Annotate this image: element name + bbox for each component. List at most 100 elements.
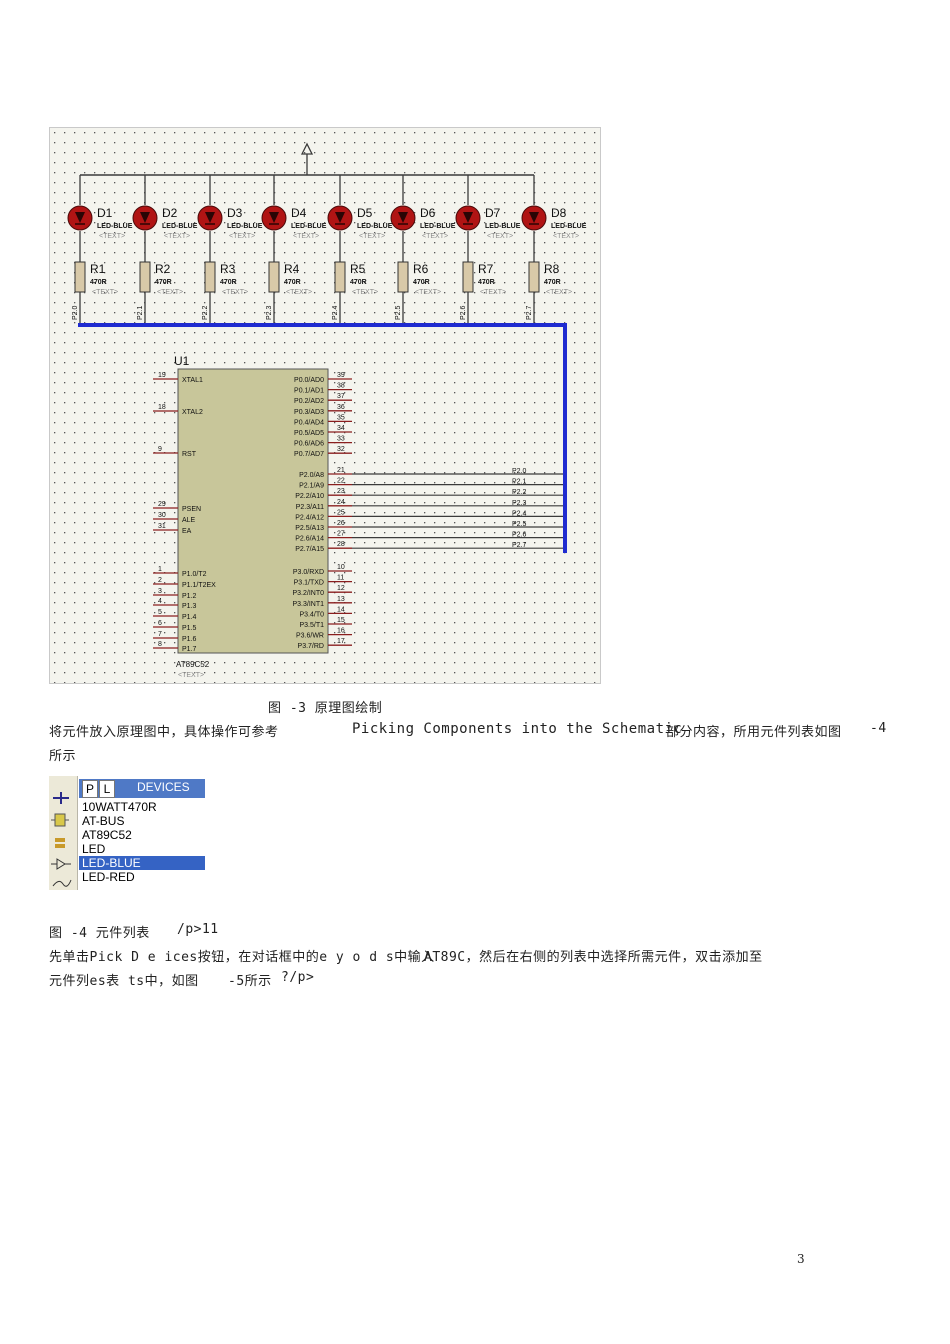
ic-pin-number: 13 [337,596,345,603]
ic-pin-name: P2.2/A10 [295,493,324,500]
ic-pin-name: P1.2 [182,593,197,600]
led-text-placeholder: <TEXT> [229,233,255,240]
resistor-text-placeholder: <TEXT> [415,289,441,296]
ic-pin-name: P0.3/AD3 [294,409,324,416]
resistor-net-label: P2.0 [72,305,79,320]
para2-left: 先单击Pick D e ices按钮，在对话框中的e y o d s中输入 [49,950,435,965]
component-tool-icon[interactable] [51,813,69,827]
resistor-net-label: P2.3 [266,305,273,320]
p2-net-label: P2.3 [512,500,527,507]
ic-pin-name: P3.4/T0 [299,611,324,618]
device-list-item[interactable]: 10WATT470R [82,800,157,814]
p2-net-label: P2.1 [512,479,527,486]
led-diode-mark [335,212,345,223]
ic-pin-number: 14 [337,606,345,613]
led-diode-mark [463,212,473,223]
p2-net-label: P2.0 [512,468,527,475]
toolbar-strip [49,776,78,890]
ic-pin-number: 31 [158,523,166,530]
resistor-value: 470R [544,279,561,286]
resistor-text-placeholder: <TEXT> [480,289,506,296]
ic-pin-name: P0.7/AD7 [294,451,324,458]
ic-pin-number: 33 [337,436,345,443]
resistor-value: 470R [155,279,172,286]
para1-end: 所示 [49,749,77,764]
led-ref: D8 [551,206,567,220]
resistor-value: 470R [90,279,107,286]
resistor-text-placeholder: <TEXT> [157,289,183,296]
resistor-text-placeholder: <TEXT> [92,289,118,296]
led-diode-mark [205,212,215,223]
ic-pin-name: P3.0/RXD [293,569,324,576]
wire-tool-icon[interactable] [53,792,69,804]
resistor-text-placeholder: <TEXT> [352,289,378,296]
ic-pin-number: 3 [158,588,162,595]
schematic-svg: D1LED-BLUE<TEXT>R1470R<TEXT>P2.0D2LED-BL… [50,128,600,683]
ic-pin-name: P1.5 [182,625,197,632]
led-ref: D4 [291,206,307,220]
para2-line2-end: ?/p> [281,970,315,985]
p2-net-label: P2.5 [512,521,527,528]
ic-pin-number: 38 [337,383,345,390]
device-list-item[interactable]: LED [82,842,106,856]
device-list-item[interactable]: LED-RED [82,870,135,884]
led-text-placeholder: <TEXT> [293,233,319,240]
device-list-item[interactable]: LED-BLUE [79,856,205,870]
led-text-placeholder: <TEXT> [99,233,125,240]
device-list-item[interactable]: AT-BUS [82,814,125,828]
resistor-body [139,261,151,293]
ic-pin-name: P3.6/WR [296,633,324,640]
resistor-net-label: P2.1 [137,305,144,320]
ic-pin-name: P2.7/A15 [295,546,324,553]
resistor-value: 470R [413,279,430,286]
ic-pin-number: 30 [158,512,166,519]
resistor-body [397,261,409,293]
ic-pin-name: P1.0/T2 [182,571,207,578]
ic-pin-number: 19 [158,372,166,379]
resistor-value: 470R [350,279,367,286]
resistor-body [462,261,474,293]
ic-pin-name: P3.7/RD [298,643,324,650]
ic-pin-number: 2 [158,577,162,584]
ic-pin-number: 39 [337,372,345,379]
terminal-tool-icon[interactable] [51,858,71,870]
p2-net-label: P2.6 [512,532,527,539]
ic-pin-name: P3.1/TXD [294,580,324,587]
ic-pin-number: 6 [158,620,162,627]
junction-tool-icon[interactable] [55,838,65,848]
ic-pin-number: 24 [337,499,345,506]
led-type: LED-BLUE [291,223,327,230]
ic-ref: U1 [174,354,190,368]
library-button[interactable]: L [99,780,115,798]
led-diode-mark [269,212,279,223]
ic-pin-number: 21 [337,467,345,474]
resistor-value: 470R [284,279,301,286]
graph-tool-icon[interactable] [52,879,72,887]
resistor-text-placeholder: <TEXT> [286,289,312,296]
ic-pin-name: P0.0/AD0 [294,377,324,384]
ic-pin-number: 27 [337,531,345,538]
resistor-text-placeholder: <TEXT> [546,289,572,296]
led-diode-mark [529,212,539,223]
ic-pin-name: P0.6/AD6 [294,441,324,448]
para1-left: 将元件放入原理图中，具体操作可参考 [49,725,279,740]
caption-4-tail: /p>11 [177,922,219,937]
led-type: LED-BLUE [420,223,456,230]
pick-button[interactable]: P [82,780,98,798]
resistor-net-label: P2.7 [526,305,533,320]
ic-pin-number: 11 [337,575,344,582]
led-type: LED-BLUE [357,223,393,230]
ic-pin-name: PSEN [182,506,201,513]
resistor-body [204,261,216,293]
led-text-placeholder: <TEXT> [422,233,448,240]
ic-pin-name: P3.2/INT0 [292,590,324,597]
resistor-ref: R1 [90,262,106,276]
led-diode-mark [140,212,150,223]
device-list-item[interactable]: AT89C52 [82,828,132,842]
ic-pin-name: P2.4/A12 [295,514,324,521]
ic-pin-number: 15 [337,617,345,624]
led-ref: D1 [97,206,113,220]
resistor-ref: R2 [155,262,171,276]
